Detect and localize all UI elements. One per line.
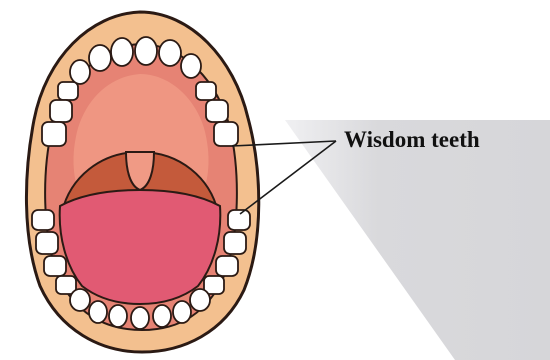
tooth bbox=[181, 54, 201, 78]
tooth bbox=[111, 38, 133, 66]
tooth bbox=[153, 305, 171, 327]
tooth bbox=[216, 256, 238, 276]
tooth bbox=[89, 45, 111, 71]
tooth bbox=[58, 82, 78, 100]
tooth bbox=[70, 60, 90, 84]
tooth bbox=[173, 301, 191, 323]
tooth bbox=[109, 305, 127, 327]
tooth bbox=[196, 82, 216, 100]
tooth bbox=[50, 100, 72, 122]
tooth bbox=[89, 301, 107, 323]
wisdom-teeth-label: Wisdom teeth bbox=[344, 127, 480, 152]
tooth bbox=[44, 256, 66, 276]
tooth bbox=[224, 232, 246, 254]
tooth bbox=[206, 100, 228, 122]
tooth bbox=[214, 122, 238, 146]
tooth bbox=[159, 40, 181, 66]
tongue bbox=[60, 190, 221, 304]
tooth bbox=[42, 122, 66, 146]
tooth bbox=[190, 289, 210, 311]
tooth bbox=[135, 37, 157, 65]
tooth bbox=[131, 307, 149, 329]
tooth bbox=[36, 232, 58, 254]
tooth bbox=[70, 289, 90, 311]
background-panel bbox=[285, 120, 550, 360]
tooth bbox=[228, 210, 250, 230]
tooth bbox=[32, 210, 54, 230]
